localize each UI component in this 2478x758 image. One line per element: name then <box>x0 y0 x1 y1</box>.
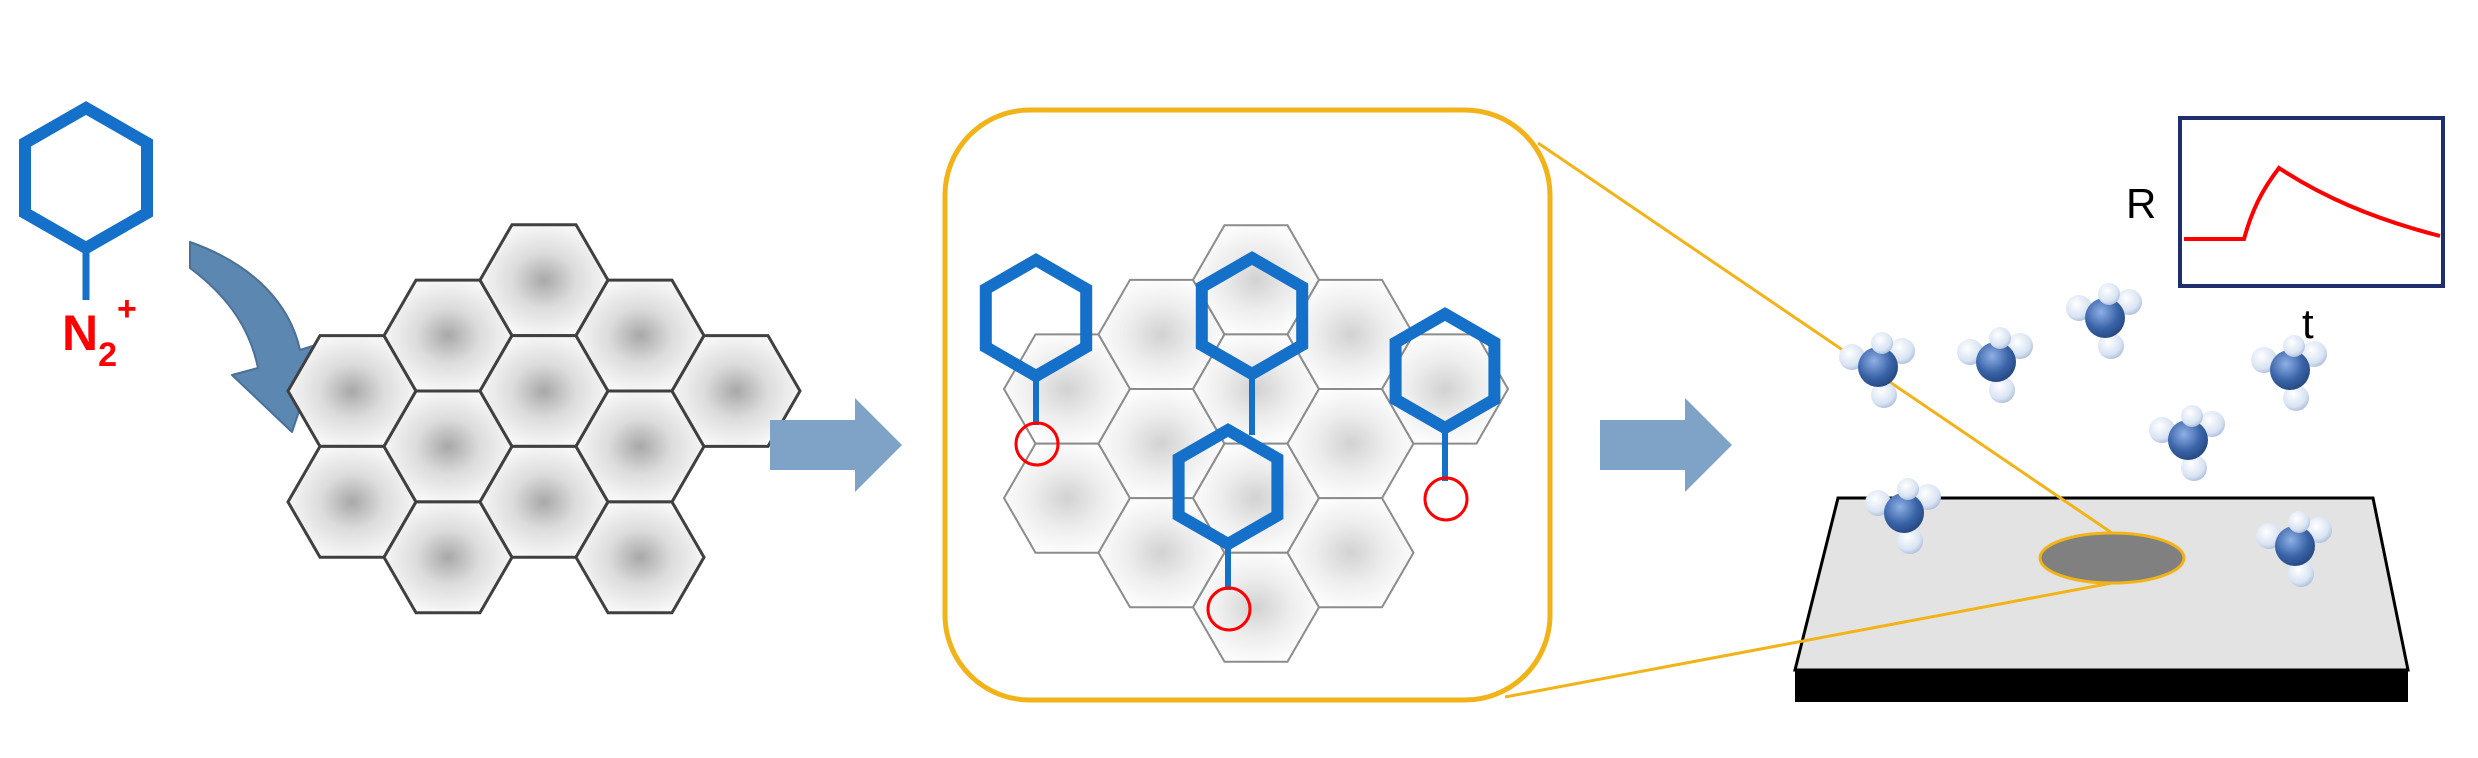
hydrogen-atom <box>2098 283 2120 305</box>
plot-y-label: R <box>2126 180 2156 227</box>
benzene-ring-icon <box>1172 423 1284 551</box>
hydrogen-atom <box>1871 332 1893 354</box>
nitrogen-atom <box>2085 298 2125 338</box>
ammonia-molecule-icon <box>2149 405 2225 481</box>
plot-frame <box>2178 116 2445 288</box>
hydrogen-atom <box>2288 511 2310 533</box>
ammonia-molecule-icon <box>2251 335 2327 411</box>
benzene-ring-icon <box>1195 251 1309 381</box>
hydrogen-atom <box>2288 561 2314 587</box>
zoom-lines <box>1504 141 2113 699</box>
ammonia-molecule-icon <box>2256 511 2332 587</box>
grafted-aryl-groups <box>979 251 1501 632</box>
ammonia-molecule-icon <box>1957 327 2033 403</box>
ammonia-molecule-icon <box>2066 283 2142 359</box>
nitrogen-atom <box>1858 347 1898 387</box>
process-arrow-icon <box>1600 398 1732 492</box>
nitrogen-atom <box>2270 350 2310 390</box>
hydrogen-atom <box>2181 405 2203 427</box>
substrate-base <box>1795 670 2408 702</box>
nitrogen-atom <box>1884 493 1924 533</box>
nitrogen-atom <box>1976 342 2016 382</box>
hydrogen-atom <box>1897 478 1919 500</box>
binding-site-marker <box>1206 586 1252 632</box>
hydrogen-atom <box>2098 333 2124 359</box>
functionalized-spot <box>2038 531 2186 585</box>
ammonia-gas <box>1839 283 2332 587</box>
benzene-ring-icon <box>1389 307 1501 435</box>
process-arrow-icon <box>770 398 902 492</box>
response-inset-plot: R t <box>2126 116 2445 347</box>
curved-arrow-icon <box>189 241 323 433</box>
lattice-cell <box>574 500 706 615</box>
binding-site-marker <box>1014 421 1060 467</box>
response-curve <box>2184 165 2441 241</box>
hydrogen-atom <box>2283 335 2305 357</box>
nitrogen-atom <box>2275 526 2315 566</box>
benzene-ring-icon <box>19 101 153 255</box>
hydrogen-atom <box>1897 528 1923 554</box>
graphene-lattice <box>286 223 802 615</box>
hydrogen-atom <box>1989 377 2015 403</box>
hydrogen-atom <box>1989 327 2011 349</box>
benzene-ring-icon <box>979 253 1093 383</box>
lattice-cell <box>1286 497 1415 609</box>
binding-site-marker <box>1423 476 1469 522</box>
reagent-diazonium: N2+ <box>19 101 153 374</box>
ammonia-molecule-icon <box>1839 332 1915 408</box>
hydrogen-atom <box>2283 385 2309 411</box>
ammonia-molecule-icon <box>1865 478 1941 554</box>
hydrogen-atom <box>1871 382 1897 408</box>
plot-x-label: t <box>2302 300 2314 347</box>
reagent-label: N2+ <box>62 290 137 374</box>
hydrogen-atom <box>2181 455 2207 481</box>
lattice-cell <box>670 334 802 448</box>
nitrogen-atom <box>2168 420 2208 460</box>
